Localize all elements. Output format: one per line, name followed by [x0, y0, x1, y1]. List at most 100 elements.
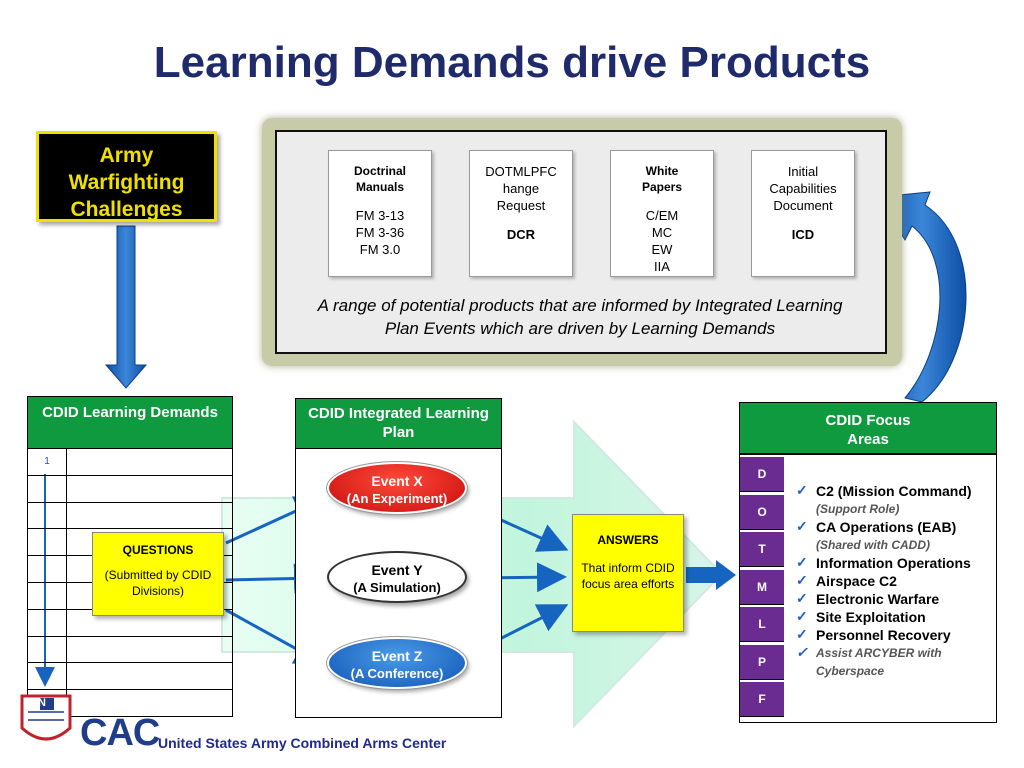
focus-item: ✓ Site Exploitation: [796, 608, 996, 626]
demand-cell: [66, 474, 233, 503]
focus-item-label: Personnel Recovery: [816, 627, 951, 643]
product-card-item: C/EM: [645, 208, 679, 223]
product-card-heading: Capabilities: [769, 181, 837, 196]
focus-item: ✓ Electronic Warfare: [796, 590, 996, 608]
event-y-name: Event Y: [371, 562, 423, 578]
demand-cell: [66, 662, 233, 691]
focus-header-line1: CDID Focus: [825, 412, 911, 429]
checkmark-icon: ✓: [796, 554, 808, 570]
product-card-heading: Initial: [787, 164, 819, 179]
focus-letter: F: [740, 682, 784, 717]
product-card-item: IIA: [654, 259, 670, 274]
checkmark-icon: ✓: [796, 626, 808, 642]
last-row-marker: N: [38, 697, 46, 709]
answers-box: ANSWERS That inform CDID focus area effo…: [572, 514, 684, 632]
answers-title: ANSWERS: [597, 533, 659, 547]
down-arrow: [104, 225, 148, 389]
focus-item-label: CA Operations (EAB): [816, 519, 957, 535]
answers-body: That inform CDID focus area efforts: [581, 561, 675, 591]
questions-body: (Submitted by CDID Divisions): [104, 568, 212, 598]
cac-logo-text: CAC: [80, 712, 160, 754]
event-z: Event Z (A Conference): [326, 636, 468, 690]
focus-item-label: Assist ARCYBER with Cyberspace: [816, 646, 942, 678]
event-x-type: (An Experiment): [346, 491, 448, 506]
focus-header: CDID Focus Areas: [739, 402, 997, 454]
focus-letter: M: [740, 569, 784, 605]
focus-letter: L: [740, 607, 784, 642]
product-card-heading: Papers: [641, 180, 683, 194]
product-card-item: FM 3-36: [355, 225, 405, 240]
row-number-cell: 1: [27, 448, 67, 476]
focus-item-label: C2 (Mission Command): [816, 483, 972, 499]
questions-title: QUESTIONS: [122, 543, 194, 557]
event-x-name: Event X: [371, 473, 423, 489]
focus-item-note: (Shared with CADD): [816, 538, 930, 552]
product-card-heading: Document: [773, 198, 833, 213]
page-title: Learning Demands drive Products: [153, 38, 871, 87]
focus-item: ✓ Information Operations: [796, 554, 996, 572]
product-card-item: FM 3.0: [359, 242, 401, 257]
table-row: [27, 474, 233, 503]
product-card-heading: hange: [502, 181, 540, 196]
army-shield-logo: [20, 694, 72, 741]
arrow-to-focus: [686, 560, 736, 590]
focus-item-label: Site Exploitation: [816, 609, 926, 625]
checkmark-icon: ✓: [796, 608, 808, 624]
focus-letter: D: [740, 457, 784, 492]
focus-letter: O: [740, 494, 784, 530]
checkmark-icon: ✓: [796, 572, 808, 588]
row-number-cell: [27, 474, 67, 503]
focus-item: ✓ CA Operations (EAB): [796, 518, 996, 536]
learning-demands-header: CDID Learning Demands: [27, 396, 233, 449]
event-z-name: Event Z: [371, 648, 423, 664]
table-row: 1: [27, 448, 233, 476]
focus-item-label: Airspace C2: [816, 573, 897, 589]
product-card-item: MC: [651, 225, 673, 240]
questions-box: QUESTIONS (Submitted by CDID Divisions): [92, 532, 224, 616]
product-card-heading: White: [645, 164, 679, 178]
product-card-heading: DOTMLPFC: [485, 164, 557, 179]
row-number-cell: [27, 501, 67, 530]
product-card-heading: Manuals: [355, 180, 404, 194]
focus-list: ✓C2 (Mission Command)(Support Role)✓CA O…: [796, 482, 996, 680]
event-x: Event X (An Experiment): [326, 461, 468, 515]
focus-letter: T: [740, 532, 784, 567]
event-z-type: (A Conference): [350, 666, 444, 681]
table-row: [27, 635, 233, 664]
checkmark-icon: ✓: [796, 644, 808, 660]
army-warfighting-challenges-box: Army Warfighting Challenges: [36, 131, 217, 222]
product-card-heading: Request: [496, 198, 546, 213]
focus-item-note: (Support Role): [816, 502, 900, 516]
row-number-cell: [27, 662, 67, 691]
demand-cell: [66, 501, 233, 530]
row-number-cell: [27, 555, 67, 583]
products-caption: A range of potential products that are i…: [317, 296, 843, 338]
demand-cell: [66, 448, 233, 476]
row-number-cell: [27, 635, 67, 664]
focus-item-label: Information Operations: [816, 555, 971, 571]
focus-header-line2: Areas: [847, 431, 889, 448]
focus-item-label: Electronic Warfare: [816, 591, 940, 607]
checkmark-icon: ✓: [796, 518, 808, 534]
event-y: Event Y (A Simulation): [327, 551, 467, 603]
table-row: [27, 501, 233, 530]
product-card-item: FM 3-13: [355, 208, 405, 223]
focus-letter: P: [740, 644, 784, 680]
product-card-tag: DCR: [506, 227, 536, 242]
row-number-cell: [27, 608, 67, 637]
row-number-cell: [27, 581, 67, 610]
product-card-item: EW: [651, 242, 673, 257]
focus-item: ✓C2 (Mission Command): [796, 482, 996, 500]
ilp-header: CDID Integrated Learning Plan: [295, 398, 502, 449]
demand-cell: [66, 635, 233, 664]
checkmark-icon: ✓: [796, 590, 808, 606]
focus-item: ✓ Assist ARCYBER with Cyberspace: [796, 644, 996, 680]
army-warfighting-label: Army Warfighting Challenges: [68, 144, 185, 221]
product-card-tag: ICD: [791, 227, 815, 242]
event-y-type: (A Simulation): [353, 580, 441, 595]
row-number-cell: [27, 528, 67, 557]
product-card-heading: Doctrinal: [353, 164, 406, 178]
